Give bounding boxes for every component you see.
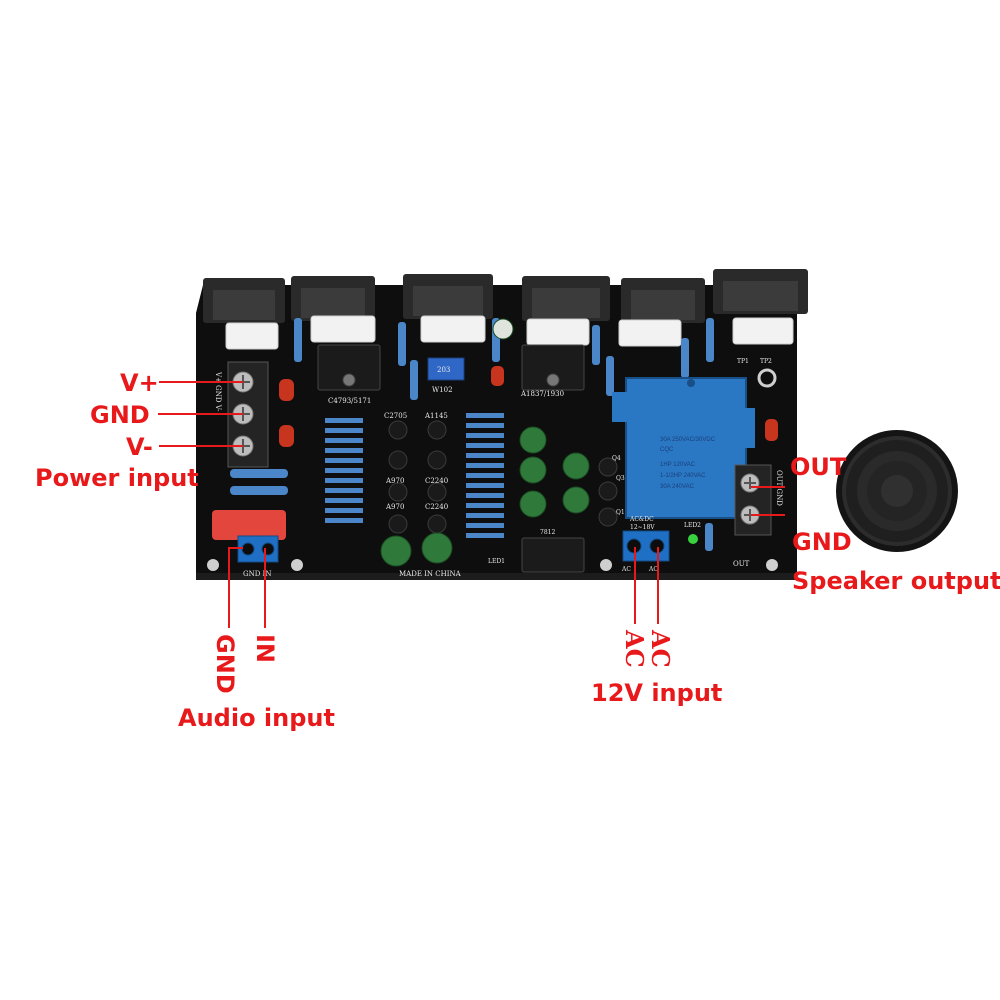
silk-made-in: MADE IN CHINA <box>399 570 462 578</box>
pcb-edge <box>196 573 797 580</box>
silk-c2240-2: C2240 <box>425 503 448 511</box>
film-capacitors <box>212 366 778 540</box>
relay-line5: 30A 240VAC <box>660 484 695 490</box>
silk-led2: LED2 <box>684 522 701 529</box>
relay-line1: 30A 250VAC/30VDC <box>660 437 716 443</box>
callout-lines <box>158 381 785 628</box>
relay-line3: 1HP 120VAC <box>660 462 696 468</box>
silk-ac-dc-range: 12~18V <box>630 524 655 531</box>
capacitors <box>380 318 590 567</box>
silk-q4: Q4 <box>612 455 621 462</box>
silk-out: OUT <box>733 560 750 568</box>
label-speaker-output: Speaker output <box>792 567 1000 595</box>
silk-reg: 7812 <box>540 529 555 536</box>
label-ac-right: AC <box>646 630 675 668</box>
silk-a970-2: A970 <box>385 503 404 511</box>
small-transistors <box>388 420 618 534</box>
label-12v-input: 12V input <box>591 679 723 707</box>
ceramic-resistors <box>225 315 794 350</box>
silk-a1145: A1145 <box>424 412 448 420</box>
relay-line4: 1-1/2HP 240VAC <box>660 473 706 479</box>
label-gnd-speaker: GND <box>792 528 852 556</box>
silk-ac-1: AC <box>621 566 631 573</box>
label-power-input: Power input <box>35 464 199 492</box>
silk-pot: W102 <box>432 386 453 394</box>
silk-tp2: TP2 <box>760 358 772 365</box>
silk-transistor-left: C4793/5171 <box>328 397 371 405</box>
label-v-plus: V+ <box>120 369 159 397</box>
silk-pot-value: 203 <box>437 366 450 374</box>
speaker-terminal <box>734 464 772 536</box>
label-audio-in: IN <box>251 634 279 664</box>
label-v-minus: V- <box>126 433 153 461</box>
label-audio-input: Audio input <box>178 704 335 732</box>
silk-led1: LED1 <box>488 558 505 565</box>
silk-tp1: TP1 <box>737 358 749 365</box>
silkscreen-text: C4793/5171 A1837/1930 W102 203 C2705 A11… <box>214 358 783 578</box>
relay <box>612 377 755 519</box>
label-gnd-power: GND <box>90 401 150 429</box>
silk-q3: Q3 <box>616 475 625 482</box>
blue-terminals <box>237 530 670 563</box>
silk-speaker-mark: OUT GND <box>775 470 783 506</box>
silk-c2705: C2705 <box>384 412 407 420</box>
trimmer-pot <box>427 357 465 381</box>
label-audio-gnd: GND <box>211 634 239 694</box>
silk-c2240-1: C2240 <box>425 477 448 485</box>
silk-power-mark: V+ GND V- <box>214 371 222 412</box>
label-ac-left: AC <box>620 630 649 668</box>
silk-ac-dc: AC&DC <box>629 516 654 523</box>
silk-a970-1: A970 <box>385 477 404 485</box>
silk-transistor-right: A1837/1930 <box>520 390 564 398</box>
heatsinks <box>317 344 585 573</box>
silk-ac-2: AC <box>648 566 658 573</box>
led-green <box>688 534 698 544</box>
speaker-illustration <box>836 430 958 552</box>
label-out: OUT <box>790 453 847 481</box>
silk-q1: Q1 <box>616 509 625 516</box>
relay-print: 30A 250VAC/30VDC CQC 1HP 120VAC 1-1/2HP … <box>660 437 716 490</box>
relay-line2: CQC <box>660 447 674 453</box>
mounting-holes <box>207 368 778 571</box>
silk-gnd-in: GND IN <box>243 570 271 578</box>
power-transistors <box>203 269 808 323</box>
